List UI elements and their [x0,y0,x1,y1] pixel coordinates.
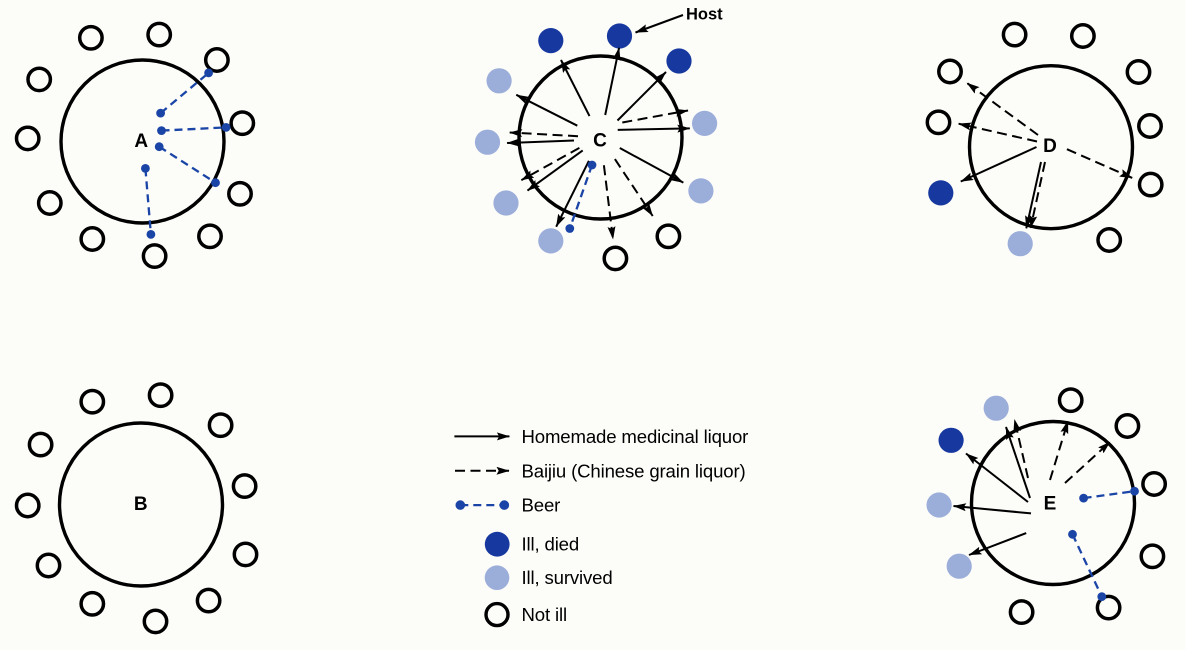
svg-text:E: E [1044,494,1057,515]
svg-text:Baijiu (Chinese grain liquor): Baijiu (Chinese grain liquor) [522,460,746,481]
svg-text:Ill, died: Ill, died [522,534,580,555]
svg-text:B: B [134,494,148,515]
svg-text:Homemade medicinal liquor: Homemade medicinal liquor [522,426,749,447]
svg-text:Host: Host [686,6,723,24]
svg-text:Ill, survived: Ill, survived [522,567,613,588]
svg-text:Beer: Beer [522,495,561,516]
svg-text:A: A [134,131,148,152]
svg-text:D: D [1043,136,1057,157]
svg-text:C: C [593,131,607,152]
svg-text:Not ill: Not ill [522,604,567,625]
